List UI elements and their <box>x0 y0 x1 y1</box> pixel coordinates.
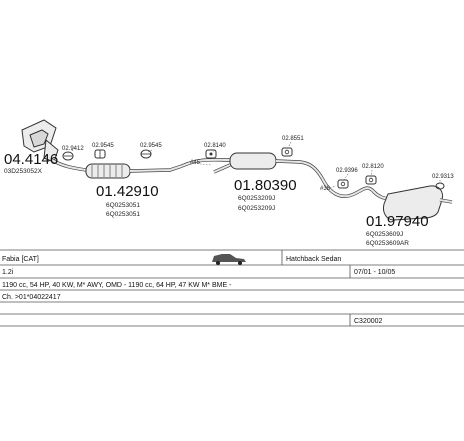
clamp-f-number: #38 <box>320 186 331 192</box>
catalyst-oe: 03D253052X <box>4 168 43 175</box>
clamp-c-number: 02.9545 <box>140 143 162 149</box>
clamp-icon <box>94 149 106 159</box>
clamp-a-number: 02.9412 <box>62 146 84 152</box>
middle-silencer-number: 01.80390 <box>234 177 297 194</box>
clamp-d-number: 02.8140 <box>204 143 226 149</box>
hanger-a-number: 02.8551 <box>282 136 304 142</box>
hanger-icon <box>365 175 377 185</box>
rear-silencer-number: 01.97940 <box>366 213 429 230</box>
middle-silencer-oe-2: 6Q0253209J <box>238 205 275 212</box>
catalyst-number: 04.4146 <box>4 151 58 168</box>
middle-silencer-part <box>213 152 324 179</box>
rear-silencer-oe-1: 6Q0253609J <box>366 231 403 238</box>
tip-number: 02.9313 <box>432 174 454 180</box>
rear-pipe-part <box>320 177 397 201</box>
clamp-e-number: #45 <box>190 160 201 166</box>
diagram-code-cell: C320002 <box>354 318 383 325</box>
info-table: Fabia [CAT] Hatchback Sedan 1.2i 07/01 -… <box>0 249 464 327</box>
front-pipe-oe-2: 6Q0253051 <box>106 211 140 218</box>
hanger-c-number: 02.8120 <box>362 164 384 170</box>
years-cell: 07/01 - 10/05 <box>354 269 395 276</box>
clamp-icon <box>62 151 74 161</box>
hanger-icon <box>281 147 293 157</box>
front-pipe-number: 01.42910 <box>96 183 159 200</box>
clamp-icon <box>140 149 152 159</box>
rear-silencer-oe-2: 6Q0253609AR <box>366 240 409 247</box>
clamp-b-number: 02.9545 <box>92 143 114 149</box>
hanger-icon <box>337 179 349 189</box>
body-type-cell: Hatchback Sedan <box>286 256 341 263</box>
catalyst-converter <box>21 119 59 163</box>
car-silhouette-icon <box>212 254 246 265</box>
tip-icon <box>435 182 445 190</box>
hanger-b-number: 02.9396 <box>336 168 358 174</box>
model-cell: Fabia [CAT] <box>2 256 39 263</box>
chassis-note-cell: Ch. >01*04022417 <box>2 294 61 301</box>
clamp-icon <box>205 149 217 159</box>
spec-cell: 1190 cc, 54 HP, 40 KW, M* AWY, OMD - 119… <box>2 282 232 289</box>
front-pipe-part <box>51 158 231 179</box>
front-pipe-oe-1: 6Q0253051 <box>106 202 140 209</box>
middle-silencer-oe-1: 6Q0253209J <box>238 195 275 202</box>
engine-cell: 1.2i <box>2 269 14 276</box>
